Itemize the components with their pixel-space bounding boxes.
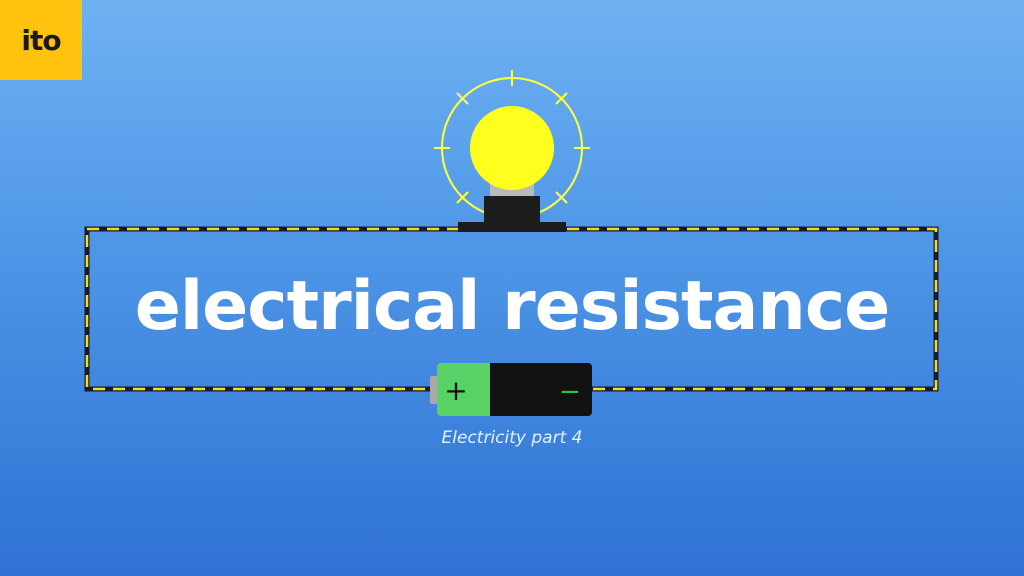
battery-icon [430, 363, 592, 416]
page-title: electrical resistance [134, 267, 891, 346]
battery-plus-label: + [444, 374, 467, 407]
logo-text: ito [21, 23, 61, 57]
ito-logo: ito [0, 0, 82, 80]
subtitle: Electricity part 4 [441, 428, 583, 448]
light-bulb-icon [458, 106, 566, 232]
battery-minus-label: − [559, 377, 581, 407]
